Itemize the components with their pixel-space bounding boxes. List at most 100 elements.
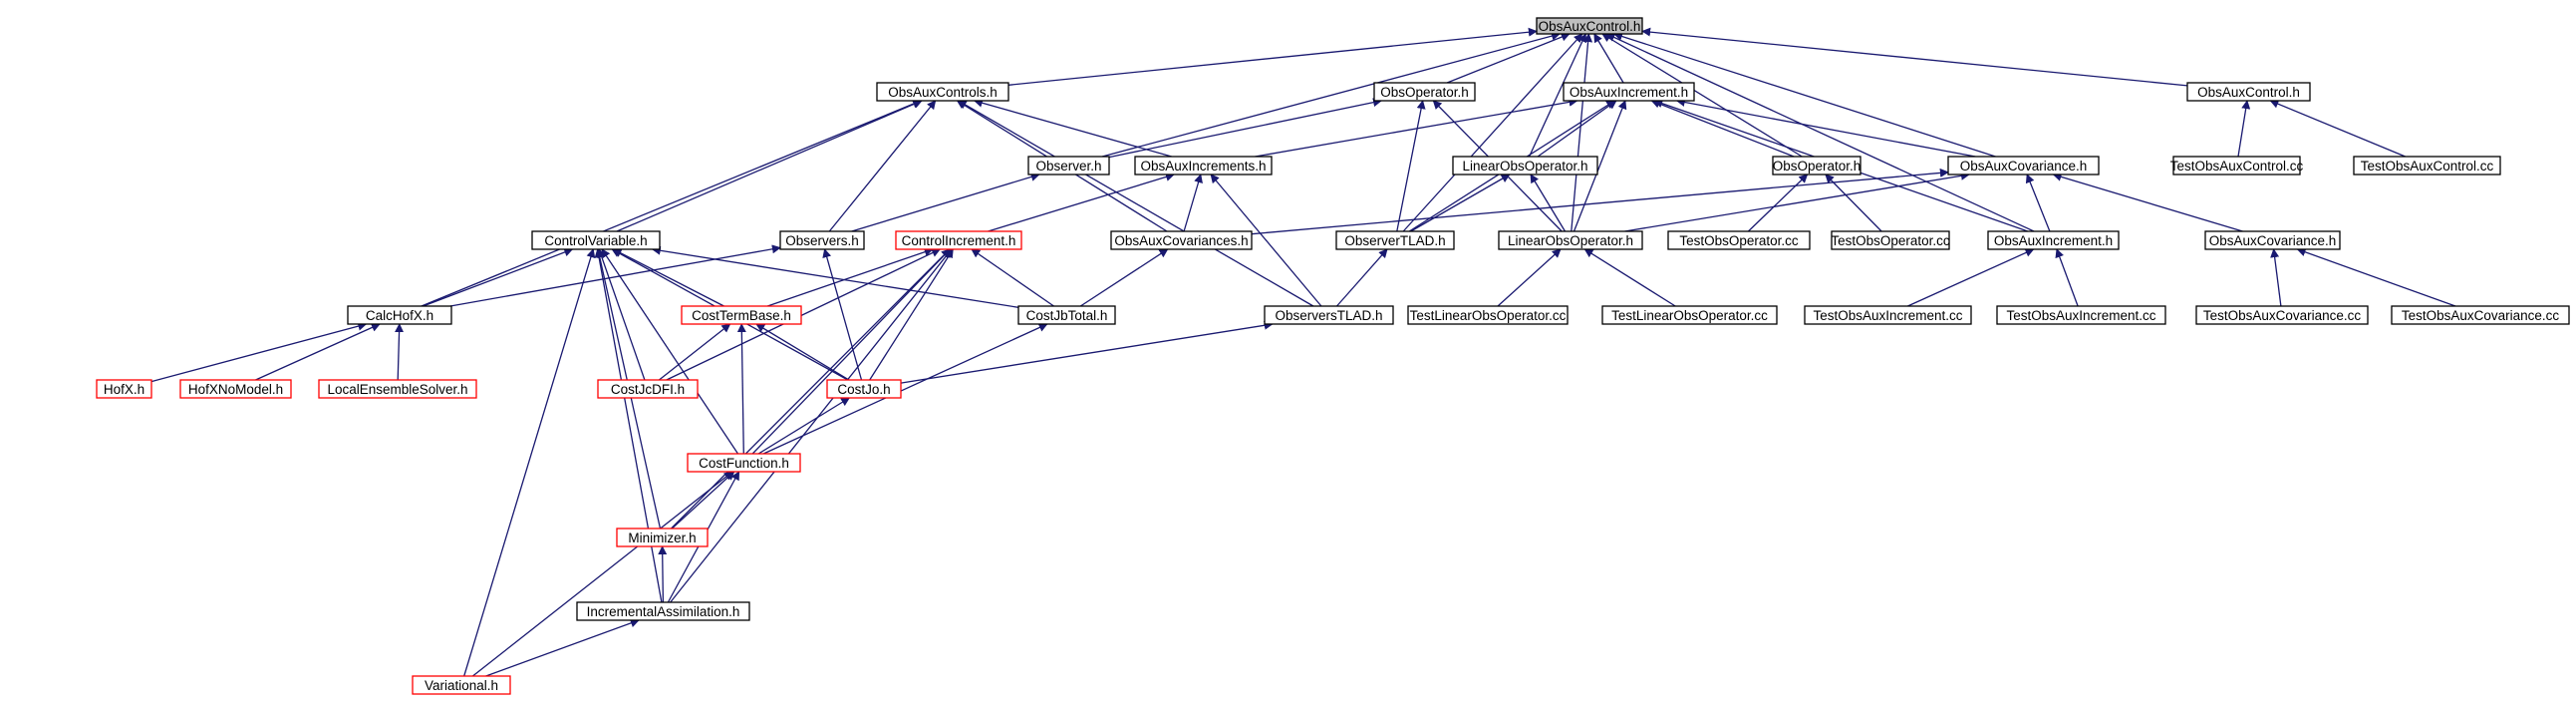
edge-line bbox=[757, 397, 851, 455]
node-box[interactable] bbox=[1134, 156, 1273, 176]
node-testobsauxcovariance1[interactable]: TestObsAuxCovariance.cc bbox=[2195, 305, 2369, 325]
node-label: ObserverTLAD.h bbox=[1344, 233, 1445, 248]
node-box[interactable] bbox=[531, 230, 661, 250]
node-box[interactable] bbox=[1027, 156, 1110, 176]
node-box[interactable] bbox=[826, 379, 902, 399]
node-variational[interactable]: Variational.h bbox=[412, 675, 511, 695]
node-box[interactable] bbox=[1373, 82, 1476, 102]
node-observerstlad[interactable]: ObserversTLAD.h bbox=[1264, 305, 1394, 325]
node-box[interactable] bbox=[1601, 305, 1778, 325]
node-obsauxcontrols[interactable]: ObsAuxControls.h bbox=[876, 82, 1009, 102]
node-label: HofXNoModel.h bbox=[188, 382, 283, 397]
node-box[interactable] bbox=[347, 305, 452, 325]
node-box[interactable] bbox=[2172, 156, 2301, 176]
node-obsoperator2[interactable]: ObsOperator.h bbox=[1772, 156, 1861, 176]
edge-line bbox=[612, 248, 724, 307]
node-obsauxincrements[interactable]: ObsAuxIncrements.h bbox=[1134, 156, 1273, 176]
node-label: Observers.h bbox=[785, 233, 859, 248]
node-label: ObsAuxCovariances.h bbox=[1114, 233, 1248, 248]
node-costfunction[interactable]: CostFunction.h bbox=[687, 453, 801, 473]
node-box[interactable] bbox=[96, 379, 152, 399]
node-box[interactable] bbox=[895, 230, 1022, 250]
node-box[interactable] bbox=[1536, 17, 1643, 35]
node-label: ObsAuxControl.h bbox=[1539, 19, 1641, 34]
node-obsauxcontrol2[interactable]: ObsAuxControl.h bbox=[2186, 82, 2311, 102]
edge-testobsauxcovariance2-to-obsauxcovariance2 bbox=[2296, 247, 2456, 307]
node-box[interactable] bbox=[2195, 305, 2369, 325]
node-testobsauxincrement2[interactable]: TestObsAuxIncrement.cc bbox=[1996, 305, 2166, 325]
node-costjo[interactable]: CostJo.h bbox=[826, 379, 902, 399]
node-testobsauxcontrol1[interactable]: TestObsAuxControl.cc bbox=[2170, 156, 2304, 176]
node-label: ObsAuxControl.h bbox=[2197, 85, 2300, 100]
edge-observerstlad-to-observertlad bbox=[1336, 248, 1388, 307]
node-box[interactable] bbox=[687, 453, 801, 473]
node-root[interactable]: ObsAuxControl.h bbox=[1536, 17, 1643, 35]
node-testobsoperator2[interactable]: TestObsOperator.cc bbox=[1831, 230, 1950, 250]
node-testobsoperator1[interactable]: TestObsOperator.cc bbox=[1667, 230, 1811, 250]
node-box[interactable] bbox=[1831, 230, 1950, 250]
node-hofx[interactable]: HofX.h bbox=[96, 379, 152, 399]
node-obsoperator[interactable]: ObsOperator.h bbox=[1373, 82, 1476, 102]
node-box[interactable] bbox=[1772, 156, 1861, 176]
node-observertlad[interactable]: ObserverTLAD.h bbox=[1335, 230, 1455, 250]
node-testlinearobsoperator1[interactable]: TestLinearObsOperator.cc bbox=[1407, 305, 1569, 325]
node-box[interactable] bbox=[179, 379, 292, 399]
node-testobsauxincrement1[interactable]: TestObsAuxIncrement.cc bbox=[1804, 305, 1972, 325]
edge-variational-to-controlvariable bbox=[463, 248, 596, 677]
node-box[interactable] bbox=[1264, 305, 1394, 325]
node-box[interactable] bbox=[576, 601, 750, 621]
node-box[interactable] bbox=[318, 379, 477, 399]
node-label: TestObsAuxControl.cc bbox=[2170, 159, 2304, 174]
node-box[interactable] bbox=[1498, 230, 1643, 250]
node-box[interactable] bbox=[1996, 305, 2166, 325]
node-box[interactable] bbox=[2186, 82, 2311, 102]
node-localensemblesolver[interactable]: LocalEnsembleSolver.h bbox=[318, 379, 477, 399]
node-obsauxcovariance2[interactable]: ObsAuxCovariance.h bbox=[2204, 230, 2341, 250]
node-box[interactable] bbox=[1335, 230, 1455, 250]
node-obsauxincrement[interactable]: ObsAuxIncrement.h bbox=[1563, 82, 1695, 102]
node-testlinearobsoperator2[interactable]: TestLinearObsOperator.cc bbox=[1601, 305, 1778, 325]
node-box[interactable] bbox=[597, 379, 699, 399]
node-box[interactable] bbox=[2204, 230, 2341, 250]
edge-line bbox=[2025, 174, 2051, 232]
node-obsauxcovariances[interactable]: ObsAuxCovariances.h bbox=[1110, 230, 1253, 250]
node-obsauxincrement2[interactable]: ObsAuxIncrement.h bbox=[1987, 230, 2120, 250]
edge-line bbox=[828, 100, 937, 232]
node-controlincrement[interactable]: ControlIncrement.h bbox=[895, 230, 1022, 250]
node-linearobsoperator[interactable]: LinearObsOperator.h bbox=[1452, 156, 1598, 176]
node-testobsauxcontrol2[interactable]: TestObsAuxControl.cc bbox=[2353, 156, 2501, 176]
node-observers[interactable]: Observers.h bbox=[779, 230, 865, 250]
node-box[interactable] bbox=[2391, 305, 2570, 325]
node-box[interactable] bbox=[616, 528, 709, 547]
node-costjbtotal[interactable]: CostJbTotal.h bbox=[1017, 305, 1116, 325]
node-testobsauxcovariance2[interactable]: TestObsAuxCovariance.cc bbox=[2391, 305, 2570, 325]
edge-line bbox=[601, 248, 739, 455]
node-box[interactable] bbox=[1987, 230, 2120, 250]
edge-controlvariable-to-obsauxcontrols bbox=[616, 100, 923, 232]
node-box[interactable] bbox=[876, 82, 1009, 102]
node-box[interactable] bbox=[1947, 156, 2100, 176]
node-label: TestObsAuxCovariance.cc bbox=[2203, 308, 2362, 323]
node-box[interactable] bbox=[779, 230, 865, 250]
node-calchofx[interactable]: CalcHofX.h bbox=[347, 305, 452, 325]
node-box[interactable] bbox=[412, 675, 511, 695]
node-box[interactable] bbox=[1407, 305, 1569, 325]
node-box[interactable] bbox=[1667, 230, 1811, 250]
node-box[interactable] bbox=[2353, 156, 2501, 176]
node-obsauxcovariance[interactable]: ObsAuxCovariance.h bbox=[1947, 156, 2100, 176]
node-box[interactable] bbox=[1452, 156, 1598, 176]
node-box[interactable] bbox=[1804, 305, 1972, 325]
node-costtermbase[interactable]: CostTermBase.h bbox=[681, 305, 802, 325]
node-hofxnomodel[interactable]: HofXNoModel.h bbox=[179, 379, 292, 399]
node-controlvariable[interactable]: ControlVariable.h bbox=[531, 230, 661, 250]
node-incrementalassimilation[interactable]: IncrementalAssimilation.h bbox=[576, 601, 750, 621]
node-box[interactable] bbox=[1017, 305, 1116, 325]
node-box[interactable] bbox=[1563, 82, 1695, 102]
node-minimizer[interactable]: Minimizer.h bbox=[616, 528, 709, 547]
node-box[interactable] bbox=[1110, 230, 1253, 250]
node-box[interactable] bbox=[681, 305, 802, 325]
node-observer[interactable]: Observer.h bbox=[1027, 156, 1110, 176]
node-linearobsoperator2[interactable]: LinearObsOperator.h bbox=[1498, 230, 1643, 250]
node-costjcdfi[interactable]: CostJcDFI.h bbox=[597, 379, 699, 399]
